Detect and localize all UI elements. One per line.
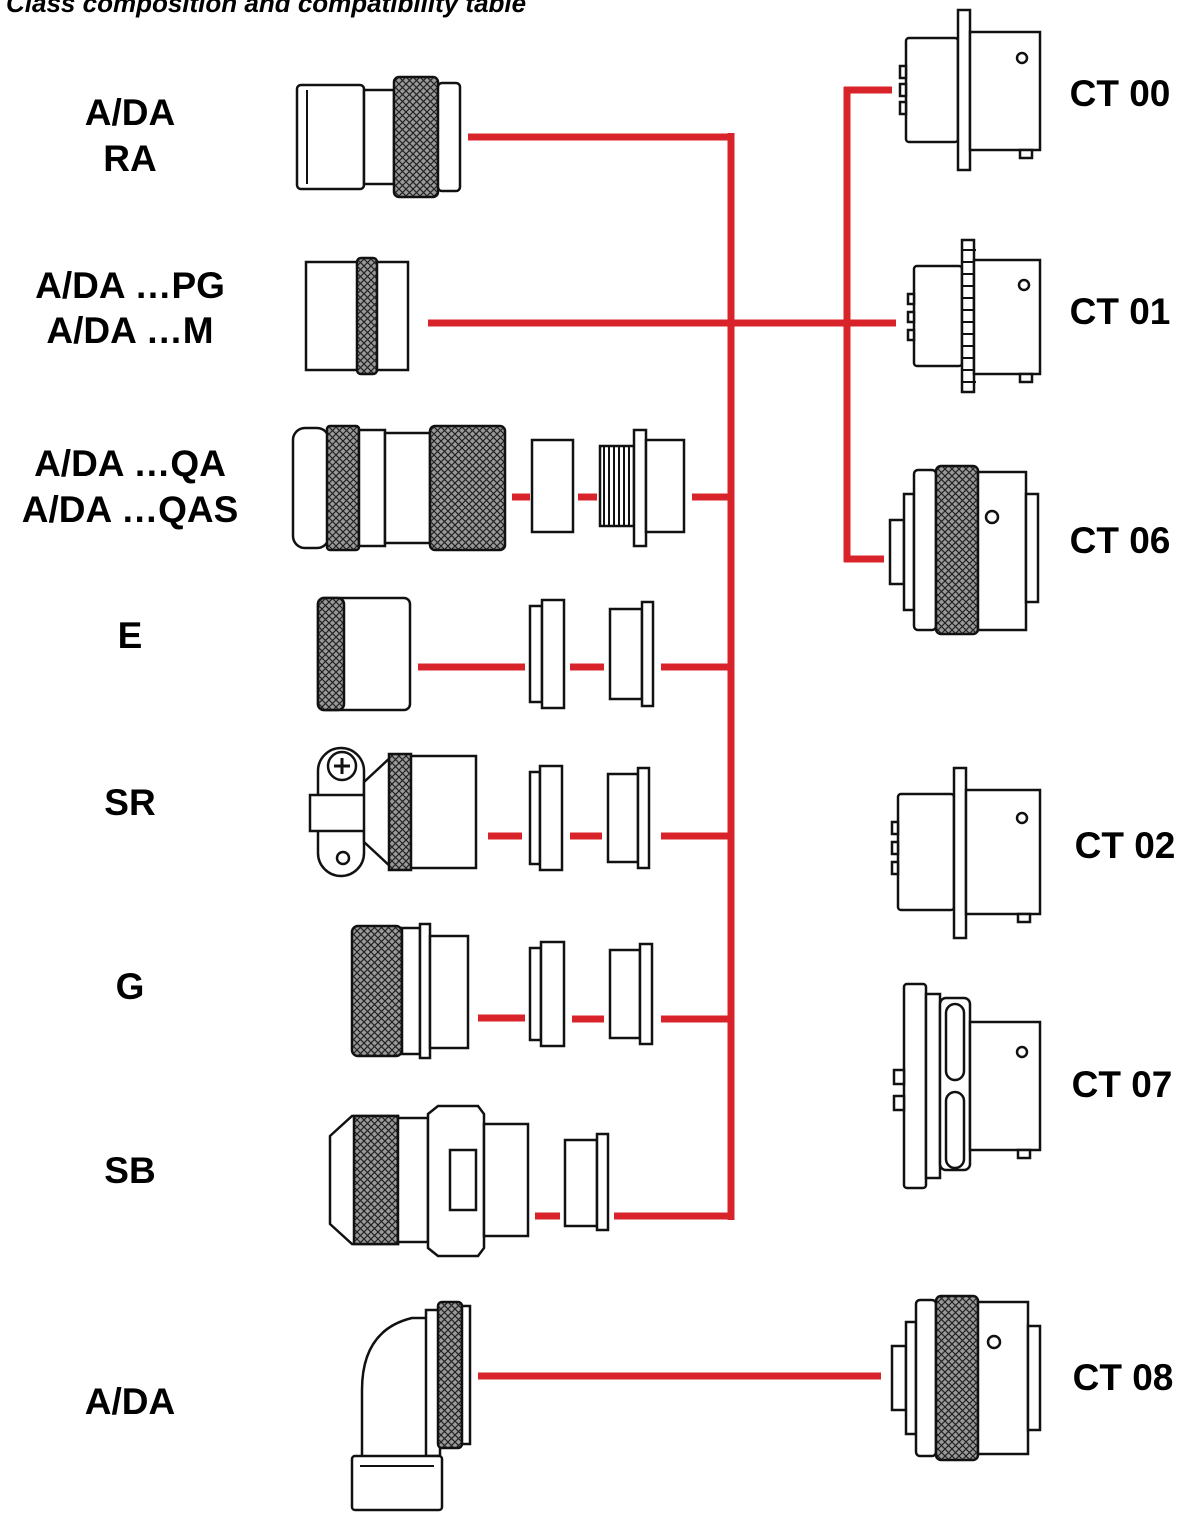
label-sr: SR [104, 782, 155, 823]
label-ct07: CT 07 [1072, 1064, 1173, 1105]
receptacle-ct07-icon [892, 982, 1042, 1190]
label-e: E [118, 615, 143, 656]
label-sb: SB [104, 1150, 155, 1191]
connector-sr-icon [308, 746, 651, 878]
label-ct06: CT 06 [1070, 520, 1171, 561]
connector-e-icon [316, 596, 655, 712]
connector-ada-angle-icon [350, 1300, 472, 1512]
connection-lines [418, 86, 896, 1380]
receptacle-ct02-icon [890, 766, 1042, 940]
connector-sb-icon [328, 1104, 610, 1258]
label-ct08: CT 08 [1073, 1357, 1174, 1398]
label-ada-ra-1: A/DA [85, 92, 175, 133]
label-ada-qa-1: A/DA …QA [34, 443, 226, 484]
connector-ada-pg-icon [304, 256, 410, 376]
label-ct00: CT 00 [1070, 73, 1171, 114]
diagram-title: Class composition and compatibility tabl… [6, 0, 526, 18]
label-g: G [116, 966, 145, 1007]
connector-g-icon [350, 922, 654, 1060]
label-ct01: CT 01 [1070, 291, 1171, 332]
label-ct02: CT 02 [1075, 825, 1176, 866]
right-labels: CT 00 CT 01 CT 06 CT 02 CT 07 CT 08 [1070, 73, 1176, 1398]
left-labels: A/DA RA A/DA …PG A/DA …M A/DA …QA A/DA …… [22, 92, 239, 1422]
label-ada-qa-2: A/DA …QAS [22, 489, 239, 530]
receptacle-ct06-icon [888, 464, 1040, 636]
receptacle-ct00-icon [898, 8, 1042, 172]
connector-ada-ra-icon [295, 75, 462, 199]
label-ada-ra-2: RA [103, 138, 156, 179]
label-ada: A/DA [85, 1381, 175, 1422]
label-ada-pg-2: A/DA …M [46, 310, 213, 351]
connector-ada-qa-icon [291, 424, 686, 552]
receptacle-ct08-icon [890, 1294, 1042, 1462]
receptacle-ct01-icon [906, 238, 1042, 394]
label-ada-pg-1: A/DA …PG [35, 265, 225, 306]
